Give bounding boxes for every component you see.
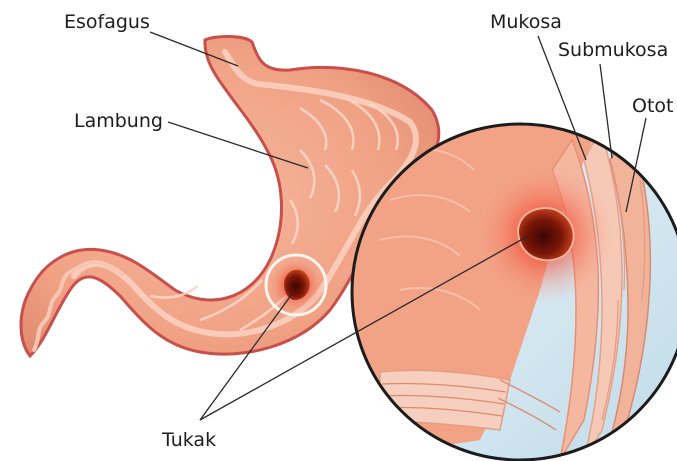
large-ulcer-crater — [518, 208, 574, 260]
label-tukak: Tukak — [161, 429, 216, 451]
cross-section-bottom — [380, 370, 510, 430]
label-mukosa: Mukosa — [490, 11, 562, 33]
label-submukosa: Submukosa — [558, 39, 668, 61]
label-lambung: Lambung — [74, 110, 163, 132]
label-otot: Otot — [632, 95, 673, 117]
label-esofagus: Esofagus — [64, 11, 150, 33]
